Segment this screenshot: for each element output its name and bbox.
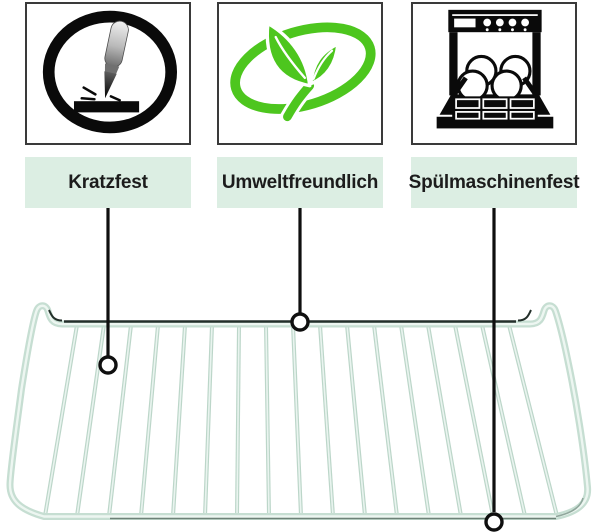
icon-box-umweltfreundlich <box>217 2 383 145</box>
callout-overlay <box>98 208 504 532</box>
scratch-resistant-icon <box>42 10 178 134</box>
label-spuelmaschinenfest-text: Spülmaschinenfest <box>408 171 580 193</box>
eco-friendly-icon <box>230 21 376 125</box>
rack-grid-wires <box>43 324 559 517</box>
callout-marker-kratzfest <box>98 355 118 375</box>
label-umweltfreundlich: Umweltfreundlich <box>217 157 383 208</box>
icon-box-spuelmaschinenfest <box>411 2 577 145</box>
callout-marker-spuelmaschinenfest <box>484 512 504 532</box>
icon-box-kratzfest <box>25 2 191 145</box>
label-umweltfreundlich-text: Umweltfreundlich <box>221 171 379 193</box>
label-kratzfest-text: Kratzfest <box>68 171 148 193</box>
dishwasher-safe-icon <box>436 9 554 129</box>
rack-frame <box>6 302 592 520</box>
callout-marker-umweltfreundlich <box>290 312 310 332</box>
label-kratzfest: Kratzfest <box>25 157 191 208</box>
label-spuelmaschinenfest: Spülmaschinenfest <box>408 157 580 208</box>
